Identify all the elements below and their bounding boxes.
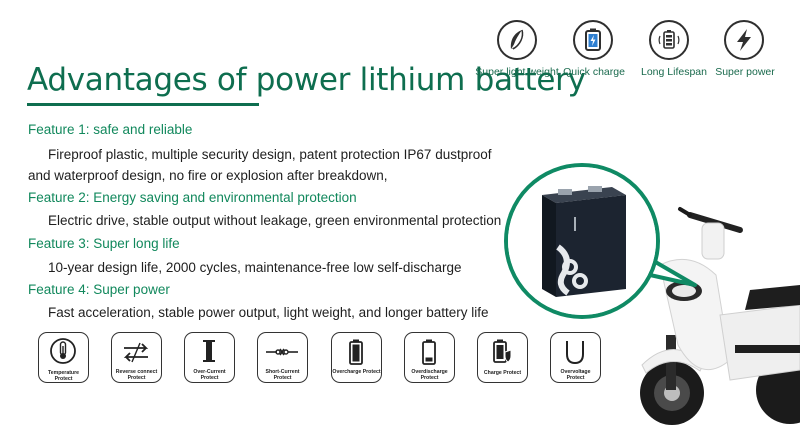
short-circuit-icon bbox=[266, 348, 298, 356]
protection-label: Short-Current Protect bbox=[265, 369, 300, 381]
battery-charge-icon bbox=[573, 20, 613, 60]
reverse-arrows-icon bbox=[123, 342, 149, 363]
protection-overcharge: Overcharge Protect bbox=[331, 332, 382, 383]
feature-3-line-1: 10-year design life, 2000 cycles, mainte… bbox=[48, 260, 462, 275]
feature-1-heading: Feature 1: safe and reliable bbox=[28, 122, 193, 137]
protection-overdischarge: Overdischarge Protect bbox=[404, 332, 455, 383]
scooter-image bbox=[640, 207, 800, 425]
battery-shield-icon bbox=[493, 339, 512, 363]
top-feature-label-light: Super light weight bbox=[475, 66, 559, 78]
protection-label: Over-Current Protect bbox=[193, 369, 226, 381]
title-underline bbox=[27, 103, 259, 106]
feather-icon bbox=[497, 20, 537, 60]
battery-low-icon bbox=[422, 339, 436, 365]
protection-overcurrent: Over-Current Protect bbox=[184, 332, 235, 383]
thermometer-icon bbox=[50, 338, 76, 364]
protection-overvoltage: Overvoltage Protect bbox=[550, 332, 601, 383]
protection-label: Temperature Protect bbox=[47, 370, 80, 382]
protection-reverse: Reverse connect Protect bbox=[111, 332, 162, 383]
top-feature-label-power: Super power bbox=[715, 66, 775, 78]
u-shape-icon bbox=[566, 341, 584, 365]
lightning-icon bbox=[724, 20, 764, 60]
protection-charge: Charge Protect bbox=[477, 332, 528, 383]
protection-label: Overvoltage Protect bbox=[560, 369, 591, 381]
protection-short-circuit: Short-Current Protect bbox=[257, 332, 308, 383]
feature-1-line-2: and waterproof design, no fire or explos… bbox=[28, 168, 388, 183]
feature-1-line-1: Fireproof plastic, multiple security des… bbox=[48, 147, 492, 162]
feature-3-heading: Feature 3: Super long life bbox=[28, 236, 180, 251]
top-feature-label-charge: Quick charge bbox=[563, 66, 625, 78]
feature-2-line-1: Electric drive, stable output without le… bbox=[48, 213, 502, 228]
battery-image-frame bbox=[504, 163, 660, 319]
protection-label: Overcharge Protect bbox=[332, 369, 381, 375]
protection-label: Charge Protect bbox=[483, 370, 522, 376]
feature-4-line-1: Fast acceleration, stable power output, … bbox=[48, 305, 489, 320]
feature-2-heading: Feature 2: Energy saving and environment… bbox=[28, 190, 357, 205]
protection-temperature: Temperature Protect bbox=[38, 332, 89, 383]
battery-cycle-icon bbox=[649, 20, 689, 60]
current-bar-icon bbox=[203, 340, 215, 362]
protection-label: Overdischarge Protect bbox=[411, 369, 448, 381]
protection-label: Reverse connect Protect bbox=[115, 369, 158, 381]
battery-pack-image bbox=[508, 167, 656, 315]
feature-4-heading: Feature 4: Super power bbox=[28, 282, 170, 297]
top-feature-label-life: Long Lifespan bbox=[641, 66, 707, 78]
battery-full-icon bbox=[349, 339, 363, 365]
page-title: Advantages of power lithium battery bbox=[27, 62, 586, 98]
